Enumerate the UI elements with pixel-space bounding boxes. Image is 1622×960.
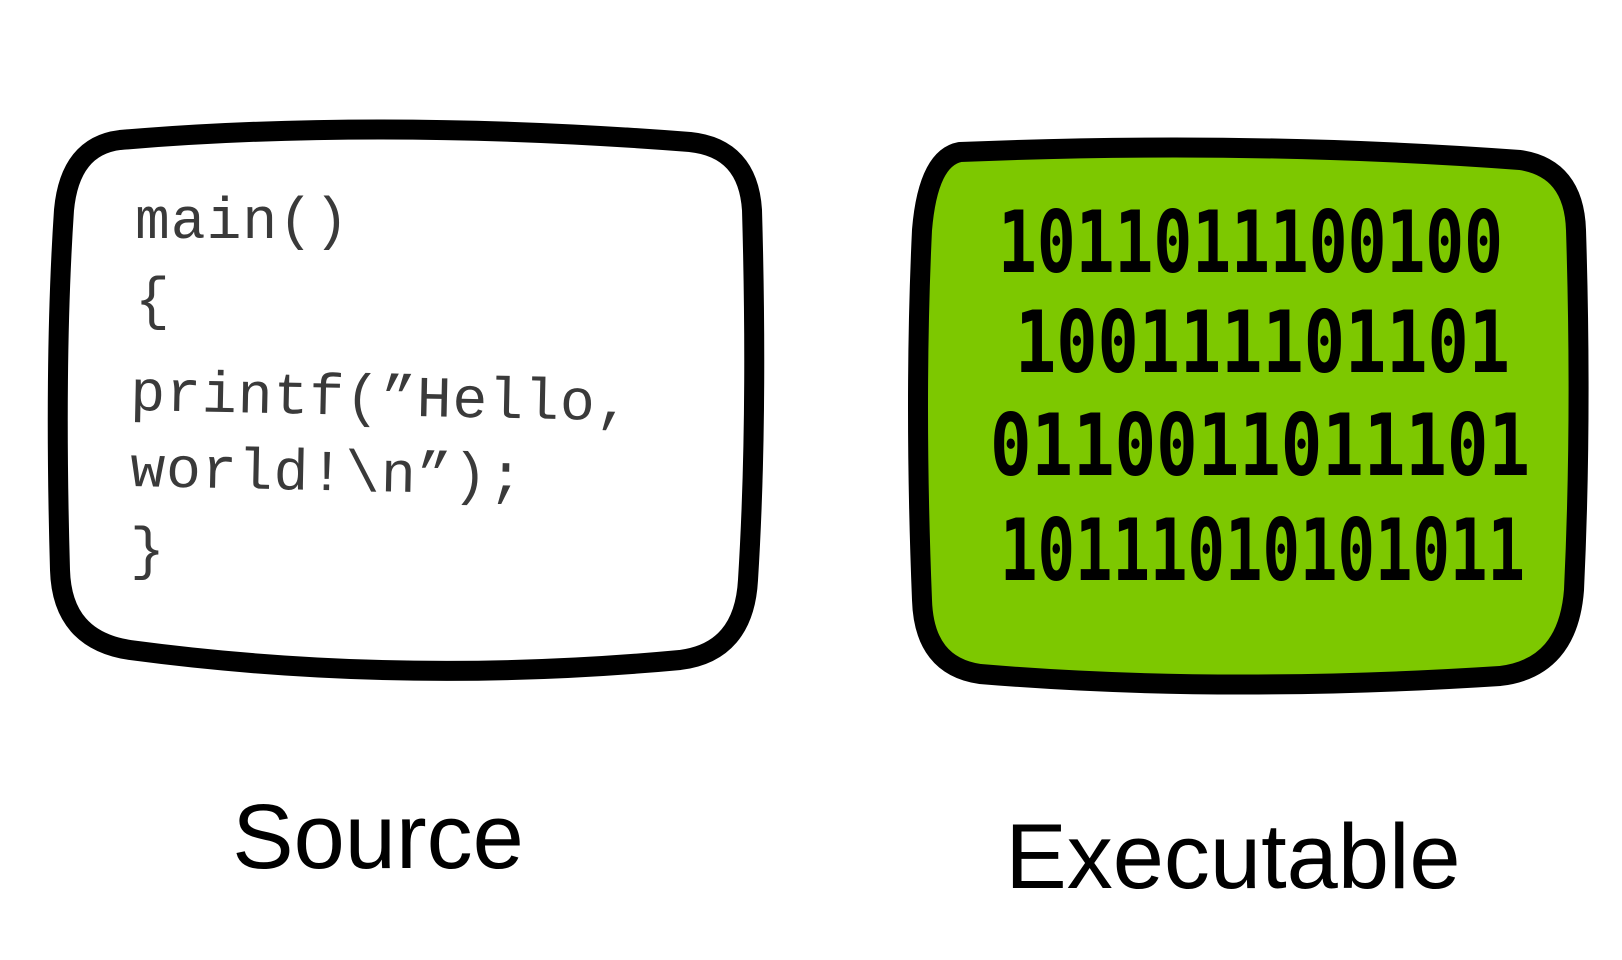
- executable-box: [908, 137, 1589, 695]
- source-panel: main() { printf(”Hello, world!\n”); }: [47, 119, 765, 681]
- binary-line: 100111101101: [1015, 293, 1510, 393]
- code-line: }: [130, 521, 166, 586]
- code-line: {: [135, 271, 171, 336]
- executable-label: Executable: [1005, 806, 1460, 908]
- source-label: Source: [232, 786, 524, 888]
- binary-line: 0110011011101: [990, 396, 1530, 496]
- code-line: printf(”Hello,: [130, 363, 633, 438]
- code-line: world!\n”);: [130, 439, 525, 512]
- binary-line: 10111010101011: [1000, 501, 1525, 601]
- source-box: [47, 119, 765, 681]
- executable-panel: 1011011100100 100111101101 0110011011101…: [908, 137, 1589, 695]
- binary-line: 1011011100100: [998, 193, 1503, 293]
- code-line: main(): [135, 191, 350, 256]
